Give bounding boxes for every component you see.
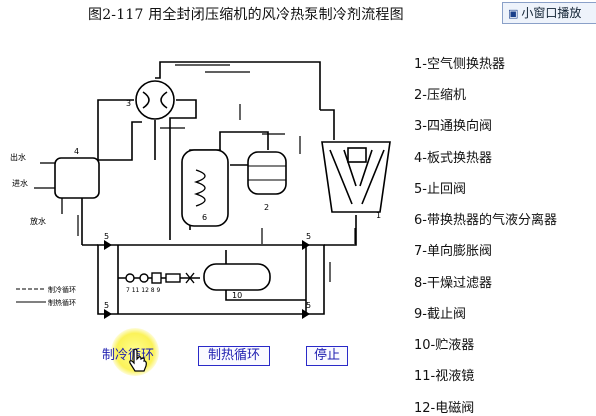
pipe-left-down — [81, 196, 98, 246]
pipe-compressor-up — [219, 131, 269, 160]
label-10: 10 — [232, 291, 242, 300]
pip-button[interactable]: ▣小窗口播放 — [502, 2, 596, 24]
label-4: 4 — [74, 147, 79, 156]
shutoff-valve — [185, 272, 195, 284]
pipe-4way-right — [169, 99, 197, 240]
filter-drier — [165, 273, 181, 283]
pipe-top-1 — [98, 121, 142, 161]
label-6: 6 — [202, 213, 207, 222]
check-valve-4 — [302, 309, 310, 319]
pipe-top-right — [320, 109, 335, 140]
four-way-valve — [135, 80, 175, 120]
heat-cycle-button[interactable]: 制热循环 — [198, 346, 270, 366]
label-2: 2 — [264, 203, 269, 212]
legend-item: 8-干燥过滤器 — [414, 276, 492, 291]
pipe-receiver — [225, 250, 306, 301]
pip-button-label: 小窗口播放 — [521, 6, 582, 20]
legend-item: 2-压缩机 — [414, 88, 466, 103]
check-valve-3 — [104, 309, 112, 319]
legend-item: 9-截止阀 — [414, 307, 466, 322]
legend-item: 1-空气侧换热器 — [414, 57, 505, 72]
label-drain: 放水 — [30, 216, 46, 226]
label-3: 3 — [126, 99, 131, 108]
legend-item: 10-贮液器 — [414, 338, 475, 353]
air-side-heat-exchanger — [321, 141, 391, 213]
label-heat-cycle: 制热循环 — [48, 298, 76, 307]
stop-button[interactable]: 停止 — [306, 346, 348, 366]
legend-item: 6-带换热器的气液分离器 — [414, 213, 557, 228]
label-5d: 5 — [306, 301, 311, 310]
label-5a: 5 — [104, 232, 109, 241]
legend-item: 4-板式换热器 — [414, 151, 492, 166]
pipe-main-loop — [97, 244, 325, 315]
legend-item: 12-电磁阀 — [414, 401, 475, 416]
pipe-right-coil — [324, 215, 357, 246]
compressor — [247, 151, 287, 195]
check-valve-2 — [302, 240, 310, 250]
sight-glass — [139, 273, 149, 283]
receiver — [203, 263, 271, 291]
page-title: 图2-117 用全封闭压缩机的风冷热泵制冷剂流程图 — [88, 7, 404, 23]
expansion-valve — [125, 273, 135, 283]
check-valve-1 — [104, 240, 112, 250]
label-5b: 5 — [306, 232, 311, 241]
label-cool-cycle: 制冷循环 — [48, 285, 76, 294]
legend-item: 5-止回阀 — [414, 182, 466, 197]
plate-heat-exchanger — [54, 157, 100, 199]
solenoid-valve — [151, 272, 162, 284]
pipe-top-2 — [155, 61, 321, 110]
label-5c: 5 — [104, 301, 109, 310]
legend-item: 11-视液镜 — [414, 369, 475, 384]
pipe-4way-left — [97, 99, 134, 160]
legend-item: 7-单向膨胀阀 — [414, 244, 492, 259]
label-water-in: 进水 — [12, 178, 28, 188]
label-water-out: 出水 — [10, 152, 26, 162]
label-1: 1 — [376, 211, 381, 220]
pip-icon: ▣ — [508, 7, 519, 20]
hand-cursor-icon — [129, 348, 147, 372]
legend-item: 3-四通换向阀 — [414, 119, 492, 134]
label-valve-numbers: 7 11 12 8 9 — [126, 287, 161, 294]
